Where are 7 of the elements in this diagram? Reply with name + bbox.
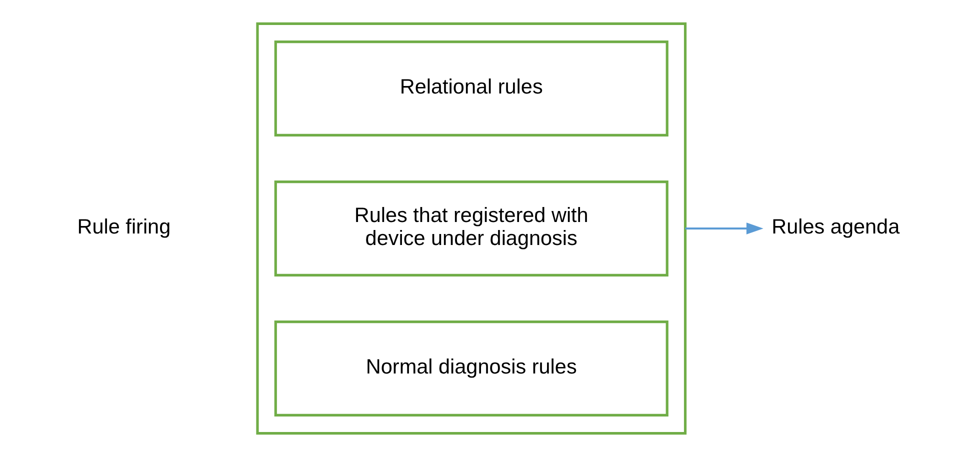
- node-text: Rules agenda: [771, 215, 900, 238]
- node-box: Relational rules: [274, 40, 668, 136]
- node-box: Rules that registered with device under diagnosis: [274, 180, 668, 276]
- cluster: [256, 22, 686, 435]
- arrow: [684, 222, 763, 234]
- node-box: Normal diagnosis rules: [274, 320, 668, 416]
- label: Rule firing: [76, 215, 170, 238]
